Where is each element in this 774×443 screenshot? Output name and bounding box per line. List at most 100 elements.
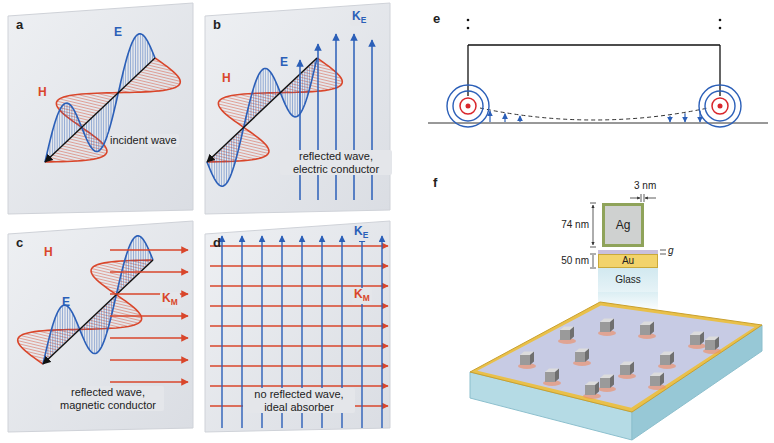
symbol-subscript: E [361,15,367,25]
hatch-line [65,305,66,343]
hatch-line [216,153,217,183]
electric-current-arrow [361,236,362,428]
cube-face [570,327,574,341]
cube-face [705,340,715,350]
hatch-line [74,111,75,135]
cube-face [610,319,614,333]
hatch-line [62,106,63,146]
hatch-line [219,101,261,111]
nanocube [583,382,601,400]
dimension-label: g [668,245,674,257]
hatch-line [270,72,271,102]
panel-letter: f [433,176,437,191]
layer-label: Au [622,256,634,266]
nanocube [598,375,616,393]
hatch-line [54,123,55,153]
current-loop [453,91,483,121]
hatch-line [59,110,60,148]
hatch-line [91,318,92,353]
hatch-line [221,148,222,186]
magnetic-current-arrow [110,315,188,317]
magnetic-wave [45,58,180,162]
hatch-line [143,240,144,270]
hatch-line [103,107,104,145]
hatch-line [106,104,107,139]
current-loop [705,91,735,121]
hatch-line [72,313,73,337]
hatch-line [128,54,129,84]
cube-face [640,325,650,335]
symbol-letter: K [354,224,363,238]
symbol-letter: K [354,287,363,301]
cube-face [660,373,664,387]
hatch-line [25,334,65,344]
nanocube [558,327,576,345]
cube-face [600,378,610,388]
hatch-line [86,94,111,100]
hatch-line [97,313,139,323]
hatch-line [231,139,232,174]
hatch-line [304,70,305,105]
hatch-line [62,306,63,346]
hatch-line [67,306,68,341]
hatch-line [140,237,141,272]
hatch-line [140,34,141,72]
continuation-dot [467,27,470,30]
hatch-line [93,116,94,151]
dimension-line [593,205,594,245]
hatch-line [52,325,53,355]
cube-face [560,330,570,340]
hatch-line [96,113,97,151]
hatch-line [87,322,88,346]
panel-caption: reflected wave, magnetic conductor [52,386,164,411]
current-symbol: KM [352,288,372,304]
panel-letter: a [16,18,23,33]
hatch-line [219,150,220,185]
hatch-line [263,69,264,109]
cube-outline [719,45,720,96]
dimension-tick [660,250,666,251]
cube-face [700,332,704,346]
hatch-line [89,120,90,144]
cube-face [595,382,599,396]
hatch-line [302,72,303,110]
gold-film [470,302,762,412]
panel-caption: incident wave [108,134,179,147]
hatch-line [227,144,269,154]
nanocube [658,352,676,370]
hatch-line [108,102,109,132]
wave-curve [18,260,153,364]
hatch-line [71,107,72,137]
hatch-line [268,70,269,105]
nanocube [518,352,536,370]
hatch-line [130,46,131,81]
cube-face [650,376,660,386]
hatch-line [67,103,68,141]
hatch-line [307,67,308,97]
hatch-line [147,41,148,65]
cube-face [650,322,654,336]
symbol-letter: K [352,9,361,23]
hatch-line [98,111,99,151]
cube-face [545,372,555,382]
symbol-subscript: M [171,297,178,307]
layer-label: Ag [616,219,631,231]
hatch-line [226,144,227,184]
hatch-line [104,306,105,341]
field-symbol: E [280,56,288,70]
field-symbol: H [38,86,47,100]
hatch-line [133,79,173,89]
hatch-line [91,118,92,148]
cube-face [585,385,595,395]
cube-face [555,369,559,383]
hatch-line [135,236,136,276]
hatch-line [258,75,259,113]
nanocube [648,373,666,391]
hatch-line [255,81,256,116]
nanocube [638,322,656,340]
electric-current-arrow [353,34,355,200]
nanocube [688,332,706,350]
hatch-line [57,116,58,151]
